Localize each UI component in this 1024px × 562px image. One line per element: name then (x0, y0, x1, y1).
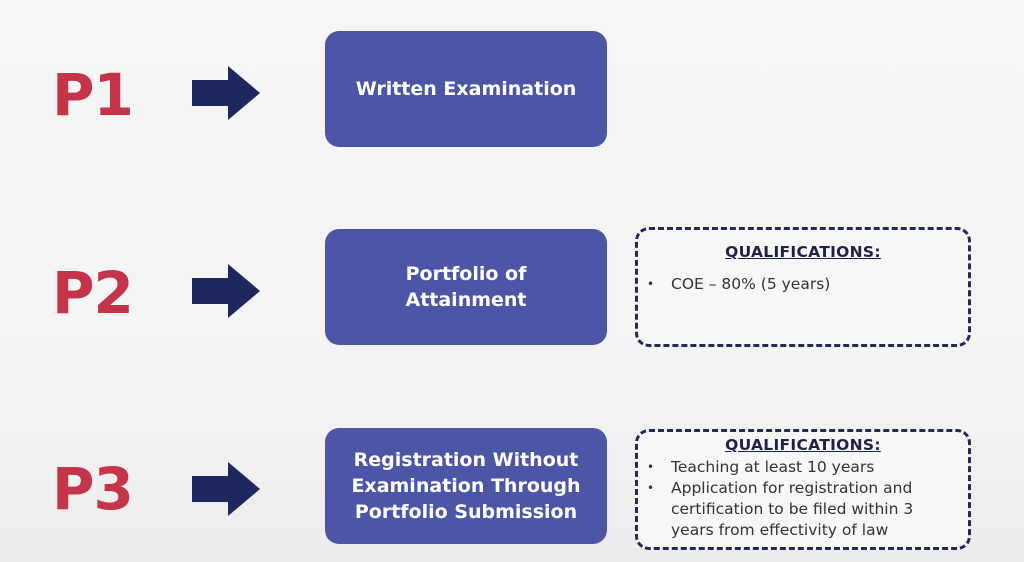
right-arrow-icon (192, 264, 260, 318)
pathway-label-p3: P3 (52, 455, 134, 523)
pathway-box-p1: Written Examination (325, 31, 607, 147)
qualifications-box-p2: QUALIFICATIONS: •COE – 80% (5 years) (635, 227, 971, 347)
right-arrow-icon (192, 462, 260, 516)
qualification-item: •Application for registration and certif… (647, 479, 914, 539)
pathway-label-p1: P1 (52, 61, 134, 129)
qualification-item: •Teaching at least 10 years (647, 458, 875, 476)
qualifications-list: •Teaching at least 10 years •Application… (638, 457, 968, 541)
right-arrow-icon (192, 66, 260, 120)
pathway-label-p2: P2 (52, 259, 134, 327)
qualifications-list: •COE – 80% (5 years) (638, 274, 968, 295)
pathway-box-p2: Portfolio of Attainment (325, 229, 607, 345)
pathway-box-p3: Registration Without Examination Through… (325, 428, 607, 544)
qualifications-title: QUALIFICATIONS: (725, 436, 881, 454)
qualifications-box-p3: QUALIFICATIONS: •Teaching at least 10 ye… (635, 429, 971, 550)
qualifications-title: QUALIFICATIONS: (725, 243, 881, 261)
qualification-item: •COE – 80% (5 years) (647, 275, 831, 293)
